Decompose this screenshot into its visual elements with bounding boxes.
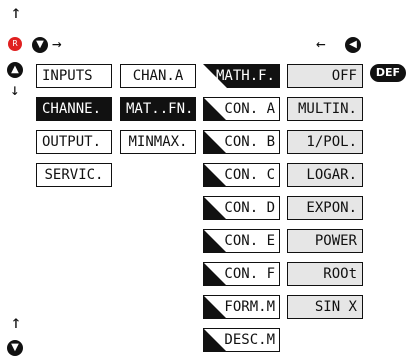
def-badge[interactable]: DEF — [370, 64, 406, 82]
value-sin-x[interactable]: SIN X — [287, 295, 363, 319]
menu-inputs[interactable]: INPUTS — [36, 64, 112, 88]
con-f-label: CON. F — [224, 266, 275, 282]
value-off[interactable]: OFF — [287, 64, 363, 88]
desc-m-label: DESC.M — [224, 332, 275, 348]
scroll-up-arrow: ↑ — [10, 2, 22, 23]
con-e-label: CON. E — [224, 233, 275, 249]
con-f-item[interactable]: CON. F — [203, 262, 280, 286]
con-c-label: CON. C — [224, 167, 275, 183]
down-arrow-marker: ↓ — [10, 80, 20, 99]
value-1-pol[interactable]: 1/POL. — [287, 130, 363, 154]
bottom-up-arrow: ↑ — [10, 312, 22, 333]
red-button[interactable]: R — [8, 37, 22, 51]
math-f-label: MATH.F. — [215, 68, 275, 84]
con-a-label: CON. A — [224, 101, 275, 117]
value-root[interactable]: ROOt — [287, 262, 363, 286]
con-e-item[interactable]: CON. E — [203, 229, 280, 253]
con-d-label: CON. D — [224, 200, 275, 216]
menu-minmax[interactable]: MINMAX. — [120, 130, 196, 154]
value-multin[interactable]: MULTIN. — [287, 97, 363, 121]
menu-output[interactable]: OUTPUT. — [36, 130, 112, 154]
value-logar[interactable]: LOGAR. — [287, 163, 363, 187]
right-round-button[interactable]: ◀ — [345, 37, 361, 53]
right-pane-arrow: ← — [316, 34, 326, 53]
menu-chan-a[interactable]: CHAN.A — [120, 64, 196, 88]
con-b-item[interactable]: CON. B — [203, 130, 280, 154]
desc-m-item[interactable]: DESC.M — [203, 328, 280, 352]
menu-mat-fn[interactable]: MAT..FN. — [120, 97, 196, 121]
math-f-item[interactable]: MATH.F. — [203, 64, 280, 88]
up-round-button[interactable]: ▲ — [7, 62, 23, 78]
con-d-item[interactable]: CON. D — [203, 196, 280, 220]
left-pane-arrow: → — [52, 34, 62, 53]
con-b-label: CON. B — [224, 134, 275, 150]
value-expon[interactable]: EXPON. — [287, 196, 363, 220]
menu-servic[interactable]: SERVIC. — [36, 163, 112, 187]
left-round-button[interactable]: ▼ — [32, 37, 48, 53]
form-m-item[interactable]: FORM.M — [203, 295, 280, 319]
menu-channe[interactable]: CHANNE. — [36, 97, 112, 121]
con-c-item[interactable]: CON. C — [203, 163, 280, 187]
con-a-item[interactable]: CON. A — [203, 97, 280, 121]
form-m-label: FORM.M — [224, 299, 275, 315]
value-power[interactable]: POWER — [287, 229, 363, 253]
down-round-button[interactable]: ▼ — [7, 340, 23, 356]
